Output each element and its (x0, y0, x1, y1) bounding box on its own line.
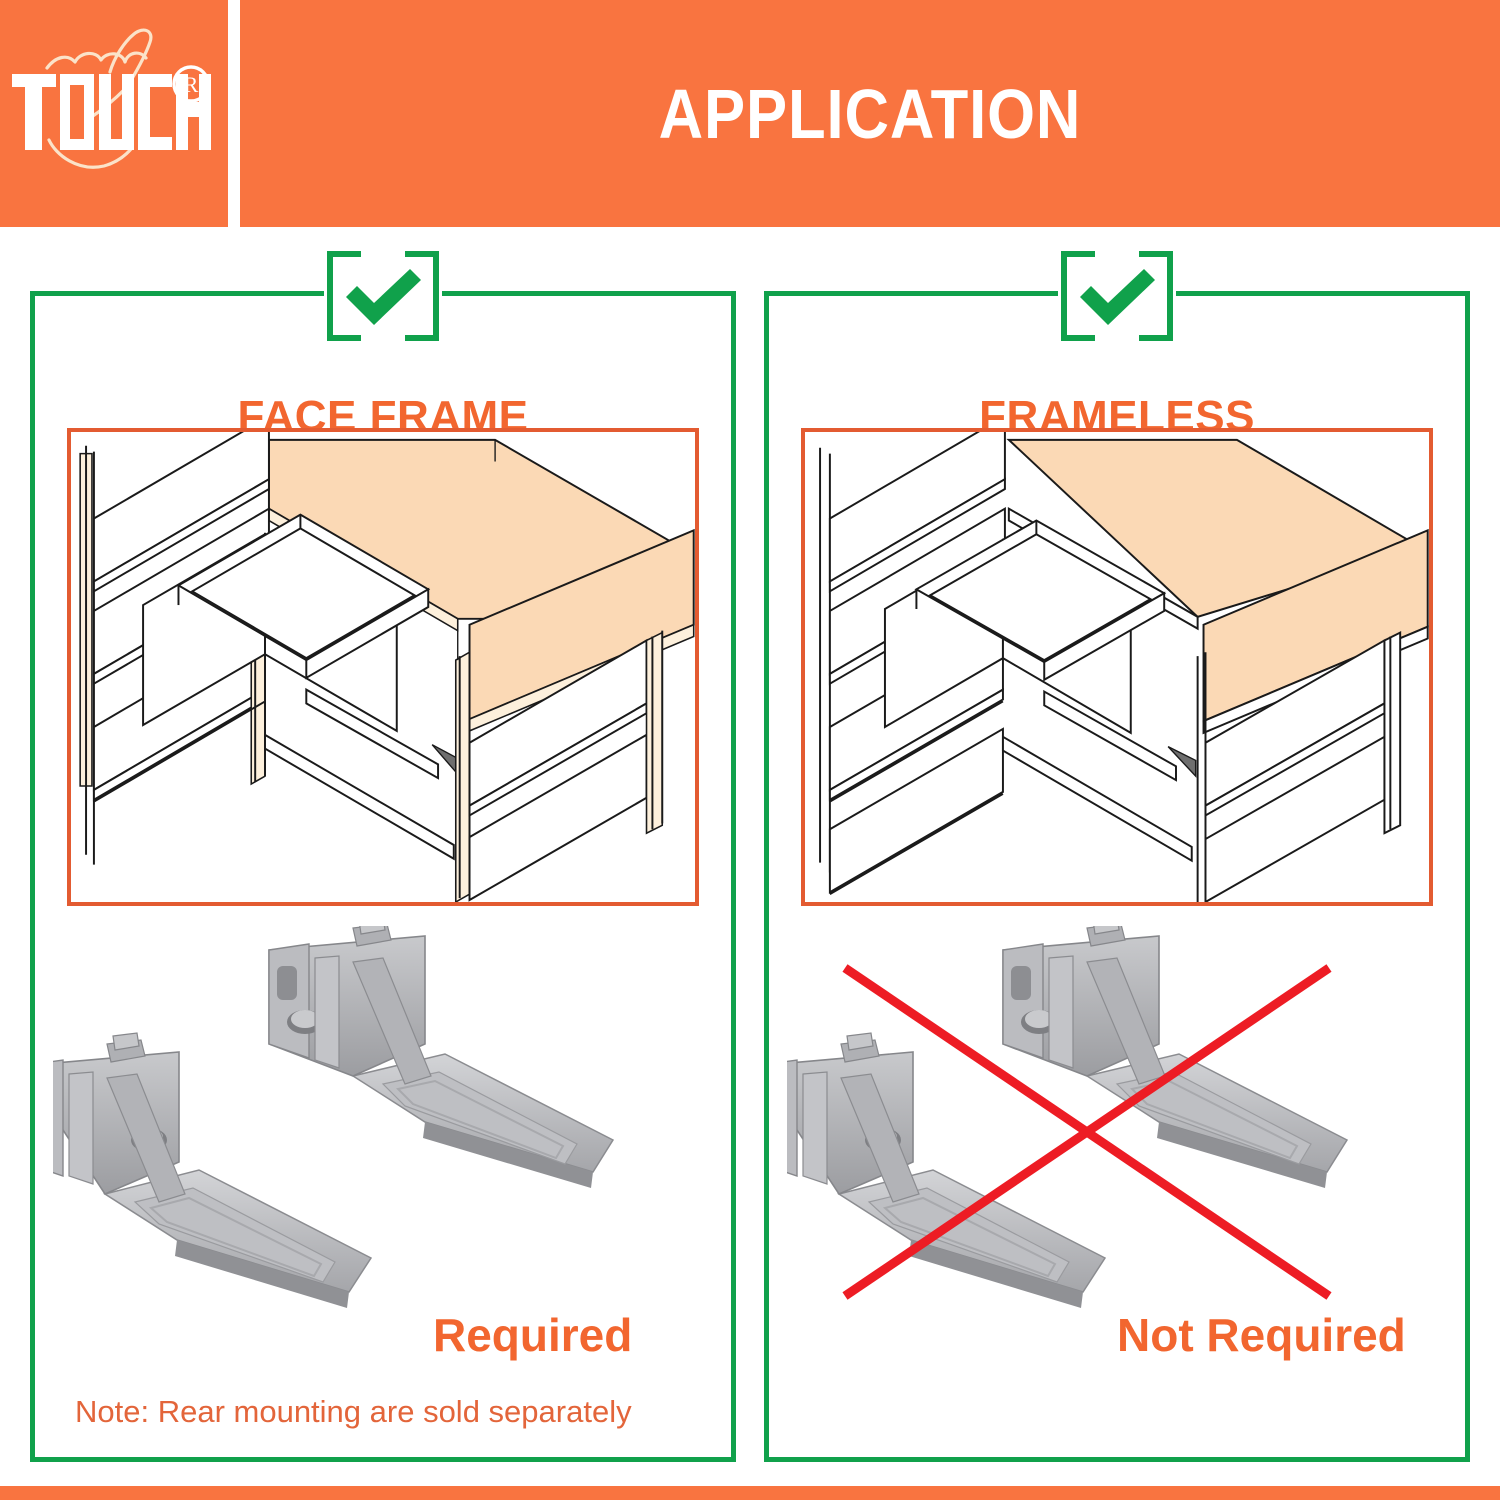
rear-mounting-bracket-pair-icon (787, 926, 1349, 1308)
brand-logo: R (0, 0, 228, 227)
green-check-icon (327, 251, 439, 341)
checkmark-glyph (346, 269, 421, 325)
touch-logo-icon: R (12, 28, 211, 169)
note-sold-separately: Note: Rear mounting are sold separately (75, 1394, 632, 1429)
verdict-label-not-required: Not Required (1117, 1309, 1406, 1361)
panel-frameless: FRAMELESS .l2{ fill:none; stroke:#1a1a1a… (764, 251, 1470, 1462)
svg-text:R: R (184, 72, 199, 97)
bracket-image-frameless (787, 926, 1447, 1366)
page-header: R APPLICATION (0, 0, 1500, 227)
footer-accent-bar (0, 1486, 1500, 1500)
check-badge-bracket (1061, 251, 1173, 341)
verdict-label-required: Required (433, 1309, 633, 1361)
check-badge-bracket (327, 251, 439, 341)
isometric-cabinet-drawing: .l2{ fill:none; stroke:#1a1a1a; stroke-w… (819, 432, 1429, 902)
rear-mounting-bracket-pair-icon (53, 926, 615, 1308)
header-title-container: APPLICATION (240, 0, 1500, 227)
green-check-icon (1061, 251, 1173, 341)
checkmark-glyph (1080, 269, 1155, 325)
bracket-image-face-frame (53, 926, 713, 1366)
illustration-face-frame: .ln{ fill:none; stroke:#1a1a1a; stroke-w… (67, 428, 699, 906)
isometric-cabinet-drawing: .ln{ fill:none; stroke:#1a1a1a; stroke-w… (79, 432, 695, 902)
illustration-frameless: .l2{ fill:none; stroke:#1a1a1a; stroke-w… (801, 428, 1433, 906)
panel-face-frame: FACE FRAME .ln{ fill:none; stroke:#1a1a1… (30, 251, 736, 1462)
page-title: APPLICATION (658, 74, 1082, 153)
